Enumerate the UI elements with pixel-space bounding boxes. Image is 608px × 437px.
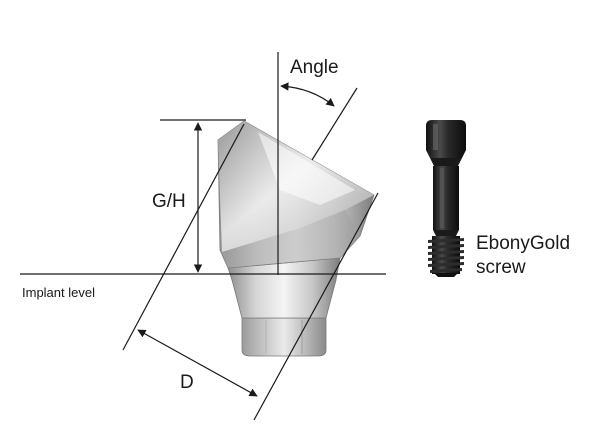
- implant-level-label: Implant level: [22, 285, 95, 300]
- d-dimension-line: [137, 329, 258, 397]
- gh-label: G/H: [152, 191, 186, 212]
- angled-axis-line: [311, 87, 358, 161]
- angle-arrow: [280, 82, 335, 107]
- screw-label-line1: EbonyGold: [476, 233, 570, 254]
- screw-label-line2: screw: [476, 257, 526, 278]
- screw-threads: [428, 236, 464, 277]
- abutment-hex: [241, 317, 327, 357]
- screw-head: [426, 120, 466, 158]
- abutment-collar: [227, 257, 341, 319]
- d-extension-right: [253, 192, 379, 421]
- screw-shank: [433, 166, 459, 230]
- angle-label: Angle: [290, 57, 339, 78]
- abutment-drawing: [217, 120, 375, 357]
- d-extension-left: [122, 123, 245, 351]
- d-label: D: [180, 372, 194, 393]
- screw-drawing: [426, 120, 466, 277]
